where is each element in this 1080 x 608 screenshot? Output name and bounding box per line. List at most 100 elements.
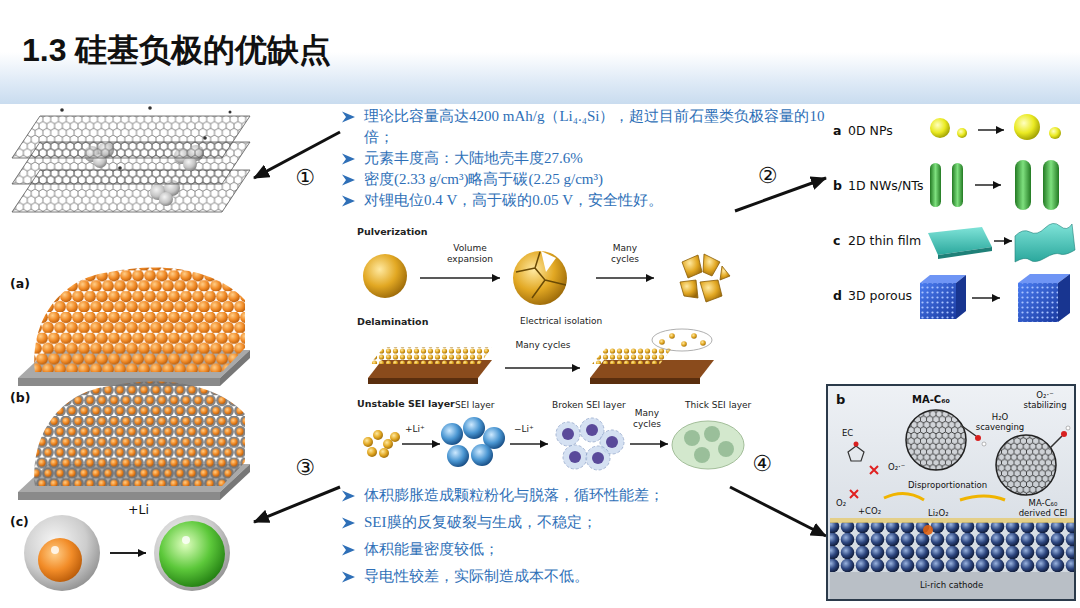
figure-label: SEI layer [455, 400, 495, 411]
electrode-a [18, 268, 250, 386]
bullet-marker-shape [342, 196, 355, 207]
rect-shape [920, 283, 956, 319]
bullet-marker-shape [342, 572, 355, 583]
circle-shape [1014, 114, 1040, 140]
circle-shape [1066, 426, 1070, 430]
rect-shape [1043, 160, 1059, 210]
figure-label: Disproportionation [908, 480, 987, 490]
panel-label: b [833, 178, 842, 193]
line-shape [510, 443, 548, 445]
bullet-marker [342, 490, 356, 502]
circle-shape [38, 538, 82, 582]
circle-shape [513, 251, 567, 305]
polygon-shape [1058, 274, 1070, 322]
figure-label: b [836, 392, 845, 407]
figure-label: Many cycles [625, 408, 669, 430]
bullet-item: 体积能量密度较低； [340, 539, 730, 560]
circle-shape [363, 437, 373, 447]
circle-shape [229, 111, 232, 114]
callout-number: ④ [752, 452, 772, 476]
line-shape [402, 443, 440, 445]
circle-shape [586, 424, 598, 436]
slide-title: 1.3 硅基负极的优缺点 [22, 30, 331, 70]
bullet-marker [342, 174, 356, 186]
circle-shape [975, 435, 981, 441]
circle-shape [51, 546, 59, 554]
line-shape [420, 277, 500, 279]
pulverization-row [363, 251, 730, 305]
callout-number: ② [758, 164, 778, 188]
figure-label: O₂·⁻ stabilizing [1018, 390, 1072, 410]
circle-shape [1049, 127, 1061, 139]
circle-shape [159, 192, 173, 206]
panel-label: c [833, 233, 840, 248]
circle-shape [854, 442, 859, 447]
circle-shape [379, 448, 389, 458]
circle-shape [700, 340, 706, 346]
figure-label: Electrical isolation [520, 316, 602, 327]
circle-shape [704, 426, 720, 442]
polygon-shape [703, 254, 720, 276]
bullet-item: SEI膜的反复破裂与生成，不稳定； [340, 512, 730, 533]
figure-label: Broken SEI layer [552, 400, 626, 411]
circle-shape [718, 441, 734, 457]
circle-shape [957, 128, 967, 138]
bullet-marker-shape [342, 175, 355, 186]
circle-shape [463, 417, 485, 439]
cathode-figure [826, 384, 1076, 601]
bullet-marker-shape [342, 112, 355, 123]
line-shape [975, 184, 1001, 186]
figure-label: Thick SEI layer [685, 400, 751, 411]
panel-label: 2D thin film [848, 233, 921, 248]
bullet-marker-shape [342, 154, 355, 165]
polygon-shape [590, 378, 700, 384]
advantage-text: 元素丰度高：大陆地壳丰度27.6% [364, 148, 583, 169]
path-shape [870, 466, 878, 474]
rect-shape [830, 572, 1074, 599]
circle-shape [390, 432, 400, 442]
rect-shape [826, 384, 1076, 601]
connector-arrow [730, 487, 826, 536]
circle-shape [24, 515, 100, 591]
bullet-item: 密度(2.33 g/cm³)略高于碳(2.25 g/cm³) [340, 169, 826, 190]
circle-shape [669, 333, 675, 339]
figure-label: H₂O scavenging [970, 412, 1030, 432]
bullet-marker [342, 571, 356, 583]
circle-shape [996, 435, 1056, 495]
circle-shape [373, 430, 383, 440]
panel-label: (a) [10, 276, 30, 291]
circle-shape [154, 515, 230, 591]
bullet-item: 元素丰度高：大陆地壳丰度27.6% [340, 148, 826, 169]
circle-shape [691, 333, 697, 339]
panel-label: +Li [128, 502, 149, 517]
circle-shape [183, 157, 197, 171]
circle-shape [118, 166, 122, 170]
rect-shape [830, 518, 1074, 523]
circle-shape [1061, 431, 1067, 437]
circle-shape [569, 451, 581, 463]
polygon-shape [848, 446, 864, 461]
path-shape [850, 490, 858, 498]
disadvantage-text: 导电性较差，实际制造成本不低。 [364, 566, 589, 587]
circle-shape [930, 118, 950, 138]
line-shape [994, 240, 1012, 242]
rect-shape [930, 163, 941, 207]
figure-label: O₂·⁻ [888, 462, 905, 472]
figure-label: Many cycles [600, 243, 650, 265]
path-shape [960, 496, 1005, 500]
advantage-text: 对锂电位0.4 V，高于碳的0.05 V，安全性好。 [364, 190, 663, 211]
panel-label: 1D NWs/NTs [848, 178, 923, 193]
circle-shape [906, 410, 966, 470]
connector-arrow [735, 178, 826, 211]
silicon-carbon-panel: (a)(b)(c)+Li [4, 112, 254, 602]
circle-shape [996, 435, 1056, 495]
circle-shape [203, 136, 207, 140]
bullet-item: 理论比容量高达4200 mAh/g（Li₄.₄Si），超过目前石墨类负极容量的1… [340, 106, 826, 148]
advantage-list: 理论比容量高达4200 mAh/g（Li₄.₄Si），超过目前石墨类负极容量的1… [340, 106, 826, 211]
rect-shape [920, 283, 956, 319]
figure-label: MA-C₆₀ [912, 394, 950, 406]
disadvantage-text: SEI膜的反复破裂与生成，不稳定； [364, 512, 597, 533]
circle-shape [60, 108, 64, 112]
sei-row [363, 417, 744, 470]
